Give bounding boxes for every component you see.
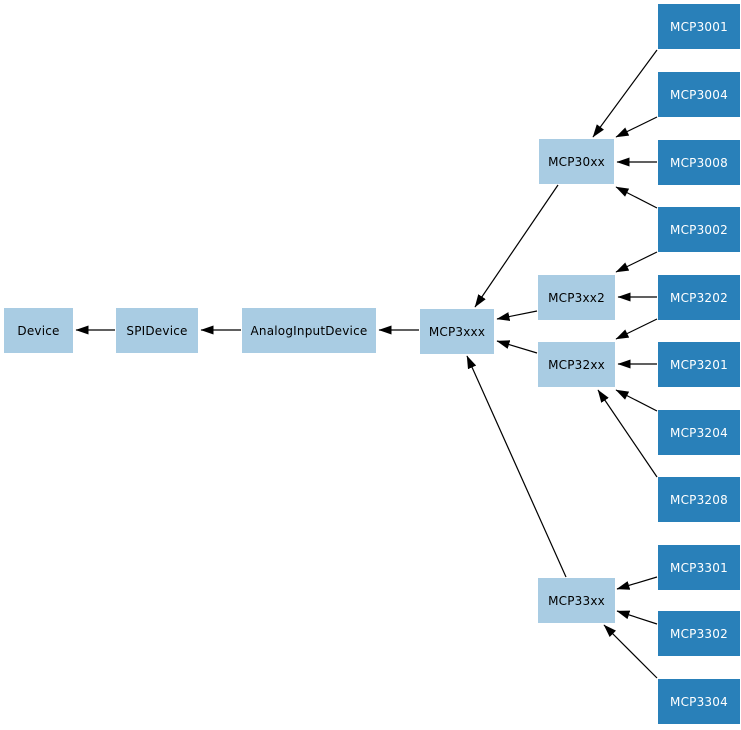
edge-mcp3208-to-mcp32xx <box>597 389 658 478</box>
edge-mcp3001-to-mcp30xx <box>592 49 658 138</box>
node-mcp3201[interactable]: MCP3201 <box>658 342 740 387</box>
node-mcp3001[interactable]: MCP3001 <box>658 4 740 49</box>
edge-mcp3202-to-mcp32xx <box>615 318 658 340</box>
edge-mcp3xx2-to-mcp3xxx <box>496 310 538 321</box>
node-mcp32xx[interactable]: MCP32xx <box>538 342 615 387</box>
node-mcp3002[interactable]: MCP3002 <box>658 207 740 252</box>
node-mcp3202[interactable]: MCP3202 <box>658 275 740 320</box>
edge-mcp3304-to-mcp33xx <box>603 624 658 679</box>
node-mcp3xx2[interactable]: MCP3xx2 <box>538 275 615 320</box>
node-mcp3204[interactable]: MCP3204 <box>658 410 740 455</box>
node-mcp3xxx[interactable]: MCP3xxx <box>420 309 494 354</box>
edge-mcp3002-to-mcp30xx <box>615 186 658 209</box>
node-mcp3004[interactable]: MCP3004 <box>658 72 740 117</box>
node-mcp3302[interactable]: MCP3302 <box>658 611 740 656</box>
node-device[interactable]: Device <box>4 308 73 353</box>
edge-mcp3002-to-mcp3xx2 <box>615 251 658 273</box>
edge-mcp3004-to-mcp30xx <box>615 116 658 138</box>
edge-mcp3204-to-mcp32xx <box>615 389 658 412</box>
node-spidevice[interactable]: SPIDevice <box>116 308 198 353</box>
edge-mcp3301-to-mcp33xx <box>616 576 658 590</box>
edge-mcp32xx-to-mcp3xxx <box>496 340 538 354</box>
edge-mcp33xx-to-mcp3xxx <box>466 355 567 578</box>
edge-mcp3302-to-mcp33xx <box>616 610 658 625</box>
node-mcp33xx[interactable]: MCP33xx <box>538 578 615 623</box>
node-mcp30xx[interactable]: MCP30xx <box>539 139 614 184</box>
node-mcp3301[interactable]: MCP3301 <box>658 545 740 590</box>
node-mcp3304[interactable]: MCP3304 <box>658 679 740 724</box>
node-mcp3008[interactable]: MCP3008 <box>658 140 740 185</box>
node-mcp3208[interactable]: MCP3208 <box>658 477 740 522</box>
node-analoginputdevice[interactable]: AnalogInputDevice <box>242 308 376 353</box>
